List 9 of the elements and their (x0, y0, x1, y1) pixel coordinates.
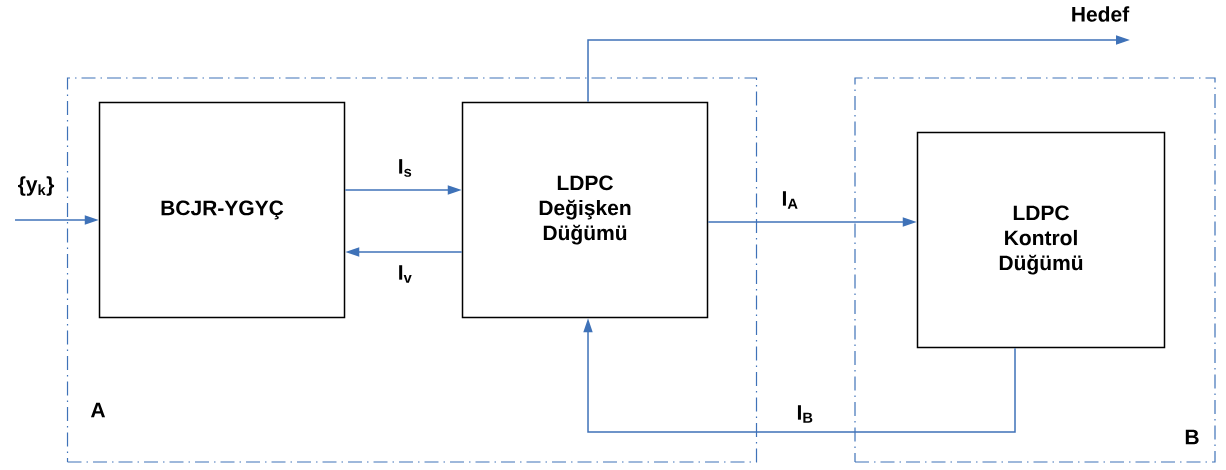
process-box: LDPC Kontrol Düğümü (916, 131, 1166, 349)
edge-label: I$_{B}$ (795, 404, 815, 424)
edge-label: I$_{v}$ (396, 264, 414, 284)
edge-label: I$_{A}$ (780, 190, 800, 210)
edge-label: I$_{s}$ (396, 158, 414, 178)
process-box: LDPC Değişken Düğümü (461, 101, 709, 319)
process-box: BCJR-YGYÇ (98, 101, 346, 319)
edge-label: {y$_{k}$} (16, 175, 56, 197)
edge-label: Hedef (1069, 5, 1131, 23)
